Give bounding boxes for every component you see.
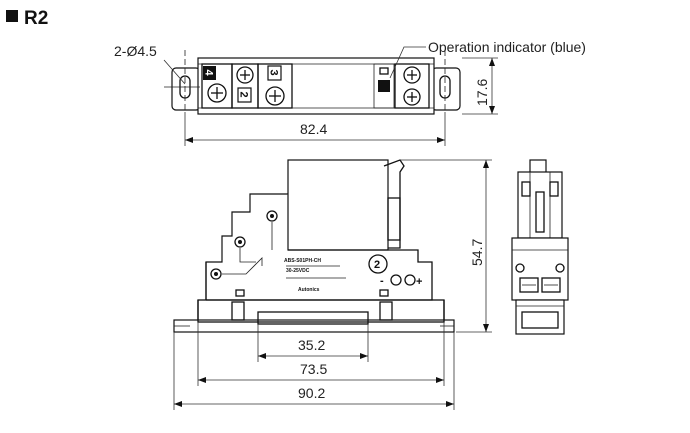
- polarity-plus: +: [416, 276, 422, 288]
- polarity-minus: -: [380, 275, 384, 287]
- terminal-label-2: 2: [238, 92, 250, 98]
- side-base: [515, 299, 565, 335]
- front-view: ABS-S01PH-CH 30-25VDC Autonics 2 - +: [173, 159, 455, 333]
- dimension-outer-width: 90.2: [298, 385, 325, 401]
- right-mounting-tab: [431, 67, 461, 111]
- terminal-block-right: [394, 63, 430, 109]
- terminal-number-badge: [368, 254, 388, 274]
- badge-number: 2: [374, 259, 380, 271]
- dimension-inner-width: 35.2: [298, 337, 325, 353]
- model-marking: ABS-S01PH-CH: [284, 258, 321, 264]
- relay-cover: [287, 159, 389, 251]
- title-square-icon: [6, 10, 18, 22]
- drawing-title: R2: [24, 8, 48, 29]
- rating-marking: 30-25VDC: [286, 268, 310, 274]
- operation-indicator: [378, 80, 390, 92]
- side-view: [511, 159, 569, 335]
- brand-marking: Autonics: [298, 287, 320, 293]
- indicator-callout: Operation indicator (blue): [428, 39, 586, 55]
- terminal-label-3: 3: [268, 70, 280, 76]
- dimension-side-height: 54.7: [469, 239, 485, 266]
- dimension-top-height: 17.6: [474, 79, 490, 106]
- dimension-top-width: 82.4: [300, 121, 327, 137]
- dimension-mid-width: 73.5: [300, 361, 327, 377]
- hole-callout: 2-Ø4.5: [114, 43, 157, 59]
- terminal-label-4: 4: [203, 70, 215, 77]
- side-relay-body: [517, 171, 563, 239]
- top-view: 4 2 3: [164, 50, 461, 115]
- top-body: [197, 57, 435, 115]
